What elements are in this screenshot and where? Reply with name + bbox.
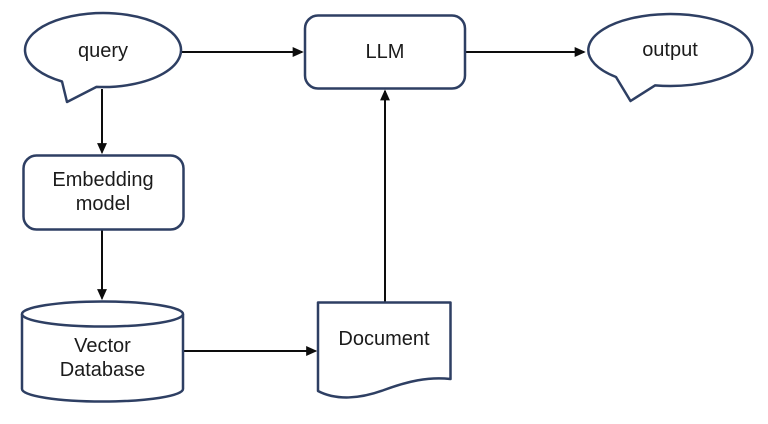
output-bubble-shape [587, 12, 754, 103]
llm-box-shape [303, 14, 467, 90]
vector-database-cylinder-top [20, 300, 185, 328]
node-group [20, 11, 754, 403]
connector-group [97, 47, 586, 356]
document-shape [316, 301, 452, 399]
embedding-model-box-shape [22, 154, 185, 231]
vector-database-cylinder-body [20, 314, 185, 403]
query-bubble-shape [23, 11, 183, 104]
